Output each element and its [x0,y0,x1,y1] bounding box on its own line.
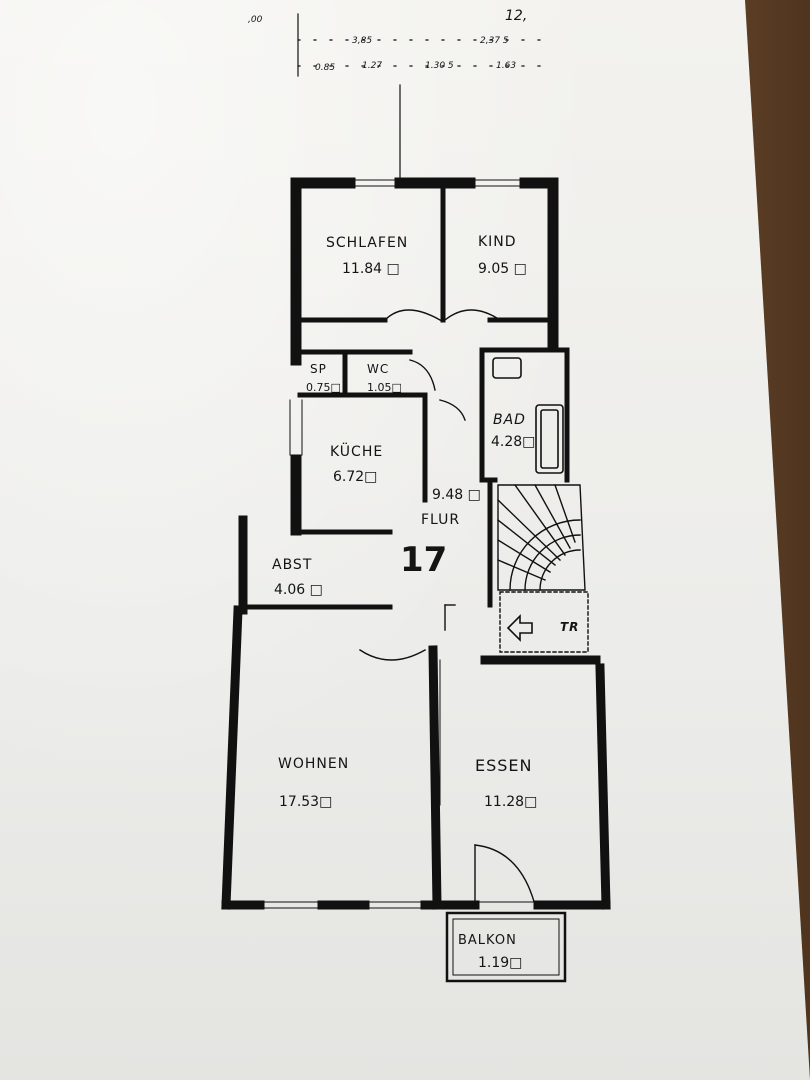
room-area-wohnen: 17.53□ [279,794,332,810]
room-name-balkon: BALKON [458,933,517,948]
dim-row2-b: 1.27 [362,61,382,71]
room-name-kueche: KÜCHE [330,442,383,460]
room-name-flur: FLUR [421,512,460,528]
dimension-labels: ,00 12, 3,85 2,37 5 0.85 1.27 1.30 5 1.6… [248,8,527,73]
bathroom-fixtures [492,357,564,474]
dim-top-left: ,00 [248,15,263,25]
dim-row1-a: 3,85 [352,36,372,46]
staircase [497,484,589,653]
room-area-wc: 1.05□ [367,381,402,394]
room-area-essen: 11.28□ [484,794,537,810]
balcony-outline [445,911,567,983]
dim-row1-b: 2,37 5 [480,36,509,46]
room-area-schlafen: 11.84 □ [342,261,400,277]
stair-label: TR [560,620,579,634]
exterior-walls [290,177,559,536]
room-area-kind: 9.05 □ [478,261,527,277]
room-area-flur: 9.48 □ [432,487,481,503]
windows [259,179,539,909]
room-area-abst: 4.06 □ [274,582,323,598]
room-name-abst: ABST [272,557,312,573]
door-swings [359,309,536,906]
room-name-sp: SP [310,362,327,376]
dim-row2-d: 1.63 [496,61,516,71]
room-area-bad: 4.28□ [491,434,535,450]
room-name-schlafen: SCHLAFEN [326,235,408,251]
lower-walls [221,515,611,910]
interior-walls [242,187,570,610]
dimension-lines [297,13,546,186]
room-name-kind: KIND [478,234,517,250]
room-area-sp: 0.75□ [306,381,341,394]
room-name-bad: BAD [493,412,526,428]
unit-number: 17 [400,540,447,580]
room-area-balkon: 1.19□ [478,955,522,971]
room-area-kueche: 6.72□ [333,469,377,485]
room-labels: SCHLAFEN 11.84 □ KIND 9.05 □ SP 0.75□ WC… [272,234,579,971]
dim-row2-c: 1.30 5 [425,61,454,71]
dim-top-right: 12, [505,8,527,24]
room-name-wc: WC [367,362,389,376]
room-name-wohnen: WOHNEN [278,756,349,772]
dim-row2-a: 0.85 [315,63,335,73]
room-name-essen: ESSEN [475,756,533,775]
